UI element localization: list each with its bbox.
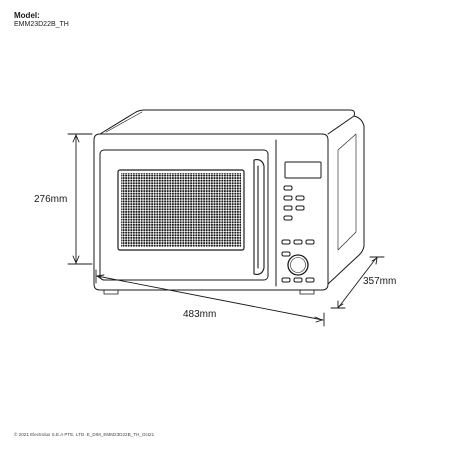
top-face <box>99 109 355 135</box>
touch-button <box>281 239 291 245</box>
control-panel <box>275 139 322 287</box>
width-dimension-line <box>95 269 325 327</box>
side-face <box>327 115 365 285</box>
foot-right <box>299 289 315 295</box>
microwave-cabinet <box>93 109 365 295</box>
model-code: EMM23D22B_TH <box>14 21 69 28</box>
door-handle <box>253 159 265 275</box>
door-window-dots <box>121 173 241 247</box>
display-screen <box>284 161 322 179</box>
door-frame <box>99 149 269 281</box>
touch-button <box>283 215 293 221</box>
depth-dimension-line <box>330 256 385 309</box>
touch-button <box>293 239 303 245</box>
width-dimension-label: 483mm <box>183 309 217 320</box>
door-window <box>117 169 245 251</box>
height-dimension-label: 276mm <box>34 194 68 205</box>
copyright-footer: © 2021 Electrolux S.E.A PTE. LTD. E_DIM_… <box>14 432 155 437</box>
side-vent <box>337 133 357 251</box>
touch-button <box>295 195 305 201</box>
touch-button <box>283 185 293 191</box>
touch-button <box>295 205 305 211</box>
touch-button <box>305 239 315 245</box>
depth-dimension-label: 357mm <box>363 276 397 287</box>
touch-button <box>281 277 291 283</box>
microwave-door <box>99 149 269 281</box>
touch-button <box>281 251 291 257</box>
control-dial <box>287 254 309 276</box>
touch-button <box>283 205 293 211</box>
model-label: Model: <box>14 11 40 20</box>
foot-left <box>103 289 119 295</box>
height-dimension-line <box>67 133 93 265</box>
touch-button <box>293 277 303 283</box>
touch-button <box>283 195 293 201</box>
touch-button <box>305 277 315 283</box>
